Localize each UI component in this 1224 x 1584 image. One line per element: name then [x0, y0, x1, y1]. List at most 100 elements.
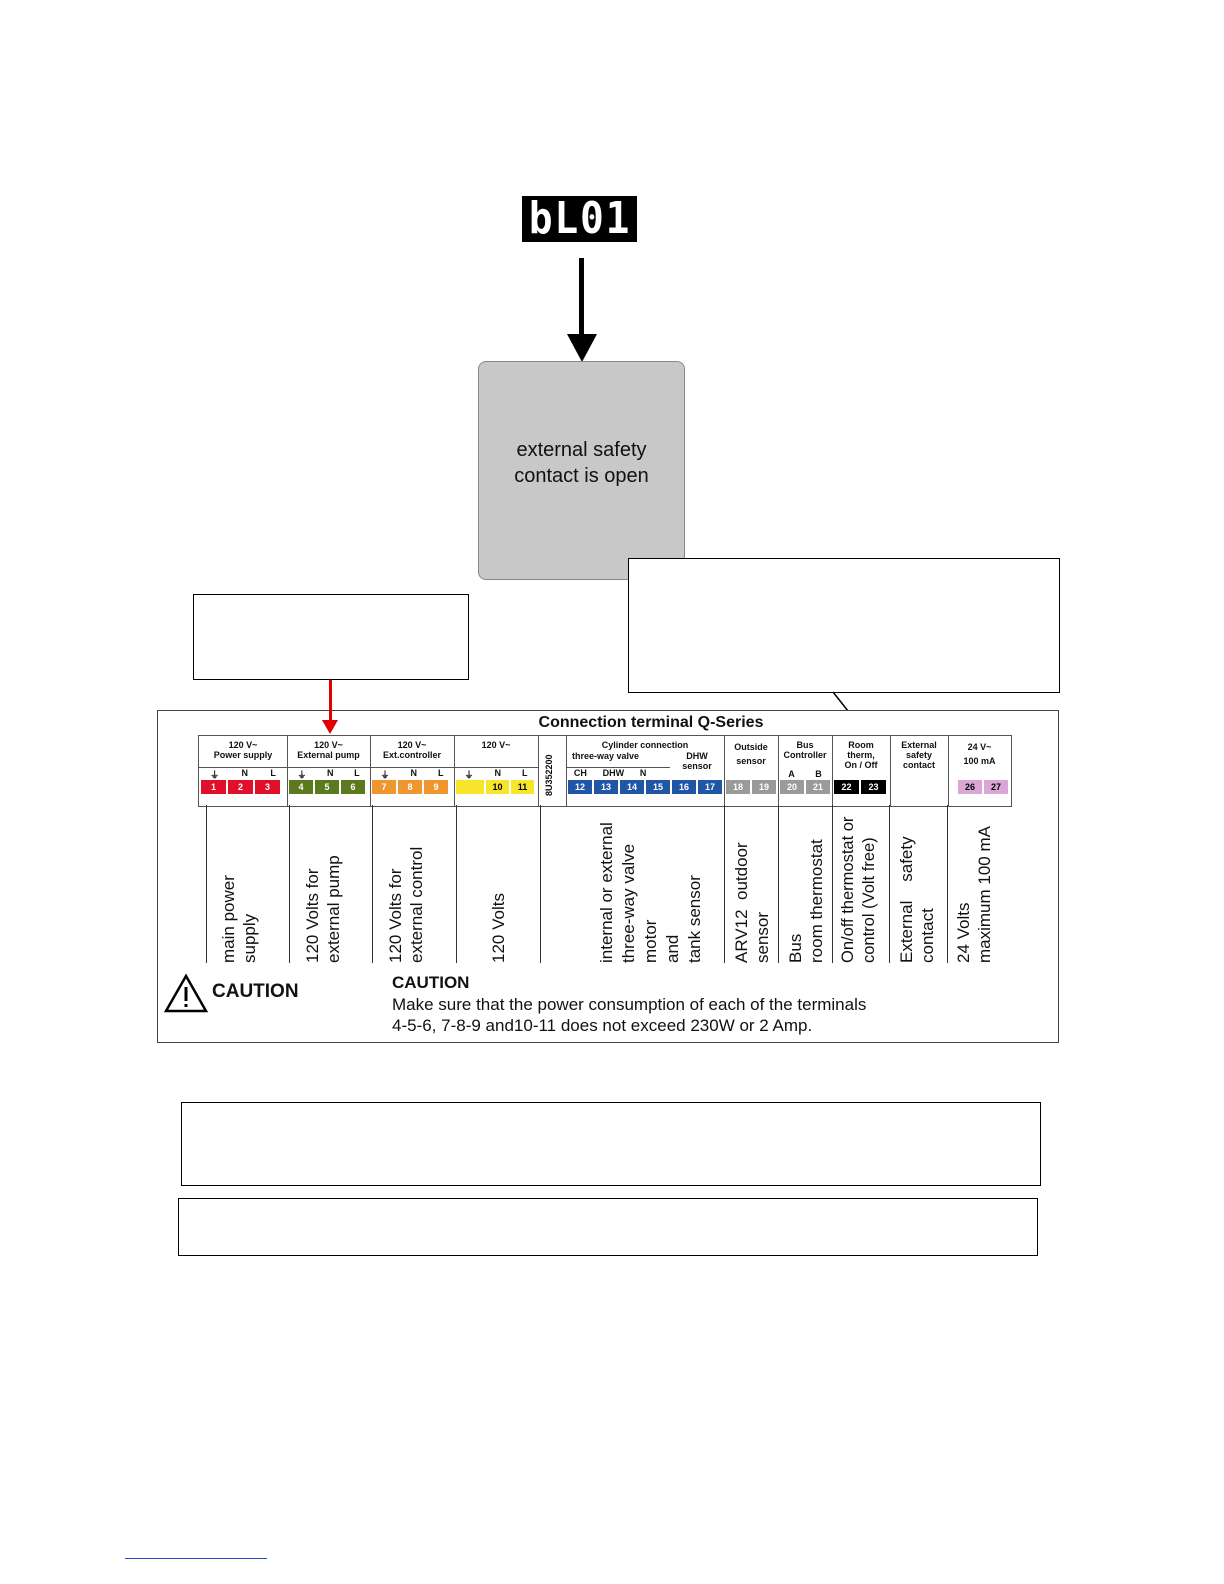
sublabel: N: [494, 768, 501, 778]
terminal-sublabels: ⏚ N L: [454, 767, 538, 781]
caution-title: CAUTION: [392, 973, 470, 992]
group-head-line1: 120 V~: [397, 740, 427, 750]
group-head-line2: therm,: [847, 750, 875, 760]
empty-box-upper: [181, 1102, 1041, 1186]
separator: [372, 805, 373, 963]
separator: [832, 805, 833, 963]
callout-box-left: [193, 594, 469, 680]
sublabel: L: [354, 768, 360, 778]
sublabel: N: [241, 768, 249, 778]
terminal-17: 17: [698, 780, 722, 794]
sublabel: ⏚: [380, 770, 390, 780]
group-part-code: 8U352200: [538, 736, 567, 806]
terminal-panel: Connection terminal Q-Series 120 V~ Powe…: [157, 710, 1059, 1043]
empty-box-lower: [178, 1198, 1038, 1256]
sublabel: N: [410, 768, 417, 778]
terminal-21: 21: [806, 780, 830, 794]
group-head: 120 V~ Power supply: [199, 740, 287, 760]
terminal-5: 5: [315, 780, 339, 794]
red-arrow-head: [322, 720, 338, 734]
sublabel: L: [521, 768, 528, 778]
terminal-11: 11: [511, 780, 534, 794]
group-head-line1: Cylinder connection: [601, 740, 689, 750]
sublabel: N: [639, 768, 647, 778]
separator: [289, 805, 290, 963]
group-head: 120 V~ External pump: [287, 740, 370, 760]
terminal-26: 26: [958, 780, 982, 794]
terminal-19: 19: [752, 780, 776, 794]
down-arrow-head: [567, 334, 597, 362]
group-head-line2: safety: [905, 750, 932, 760]
label-bus-thermostat: Bus room thermostat: [786, 839, 826, 963]
terminal-sublabels: ⏚ N L: [370, 767, 454, 781]
terminal-8: 8: [398, 780, 422, 794]
group-head-line1: 24 V~: [967, 742, 992, 752]
group-room-thermostat: Room therm, On / Off 22 23: [832, 736, 891, 806]
separator: [889, 805, 890, 963]
sublabel: ⏚: [464, 770, 474, 780]
sublabel: A: [788, 769, 795, 779]
group-head: 24 V~ 100 mA: [948, 740, 1011, 768]
terminal-cells: 7 8 9: [372, 780, 450, 794]
status-box: external safety contact is open: [478, 361, 685, 580]
label-outdoor-sensor: ARV12 outdoor sensor: [732, 842, 772, 963]
group-head-line1: External: [901, 740, 937, 750]
label-external-control: 120 Volts for external control: [386, 846, 426, 963]
terminal-blank: [456, 780, 484, 794]
sublabel: DHW: [602, 768, 625, 778]
terminal-15: 15: [646, 780, 670, 794]
terminal-cells: 18 19: [726, 780, 778, 794]
group-head: Cylinder connection: [566, 740, 724, 750]
terminal-16: 16: [672, 780, 696, 794]
sublabel: B: [815, 769, 822, 779]
group-head-line3: On / Off: [844, 760, 878, 770]
group-head-line1: Bus: [796, 740, 814, 750]
down-arrow-shaft: [579, 258, 584, 338]
terminal-20: 20: [780, 780, 804, 794]
terminal-cells: 4 5 6: [289, 780, 367, 794]
group-cylinder-connection: Cylinder connection three-way valve DHW …: [566, 736, 725, 806]
label-three-way-valve: internal or external three-way valve mot…: [597, 822, 704, 963]
terminal-6: 6: [341, 780, 365, 794]
sublabel: L: [270, 768, 276, 778]
group-head-line2: sensor: [736, 756, 766, 766]
sublabel: ⏚: [297, 770, 307, 780]
terminal-2: 2: [228, 780, 253, 794]
error-code-display: bL01: [522, 196, 637, 242]
terminal-14: 14: [620, 780, 644, 794]
group-head-line1: 120 V~: [481, 740, 511, 750]
terminal-3: 3: [255, 780, 280, 794]
group-120v: 120 V~ ⏚ N L 10 11: [454, 736, 539, 806]
group-ext-controller: 120 V~ Ext.controller ⏚ N L 7 8 9: [370, 736, 455, 806]
group-head-line1: 120 V~: [314, 740, 343, 750]
panel-title: Connection terminal Q-Series: [538, 714, 764, 731]
group-head-line3: DHW sensor: [682, 751, 712, 771]
terminal-sublabels: ⏚ N L: [287, 767, 370, 781]
group-head-line2: three-way valve: [572, 751, 640, 761]
group-head-line3: contact: [902, 760, 935, 770]
group-external-safety: External safety contact: [890, 736, 949, 806]
callout-box-right: [628, 558, 1060, 693]
group-power-supply: 120 V~ Power supply ⏚ N L 1 2 3: [199, 736, 288, 806]
group-external-pump: 120 V~ External pump ⏚ N L 4 5 6: [287, 736, 371, 806]
terminal-7: 7: [372, 780, 396, 794]
group-head-line1: Outside: [734, 742, 768, 752]
group-head: External safety contact: [890, 740, 948, 770]
separator: [540, 805, 541, 963]
label-onoff-thermostat: On/off thermostat or control (Volt free): [839, 816, 878, 963]
label-safety-contact: External safety contact: [897, 836, 937, 963]
group-head: Bus Controller: [778, 740, 832, 760]
group-head-line1: Room: [848, 740, 874, 750]
terminal-sublabels: ⏚ N L: [199, 767, 287, 781]
caution-text-line2: 4-5-6, 7-8-9 and10-11 does not exceed 23…: [392, 1016, 813, 1035]
group-head-line1: 120 V~: [228, 740, 258, 750]
group-head: 120 V~: [454, 740, 538, 750]
warning-icon: [164, 973, 208, 1013]
group-head-line2: Controller: [783, 750, 827, 760]
terminal-strip: 120 V~ Power supply ⏚ N L 1 2 3 120 V~ E…: [198, 735, 1012, 807]
terminal-cells: 12 13 14 15 16 17: [568, 780, 724, 794]
label-main-power: main power supply: [219, 875, 259, 963]
separator: [206, 805, 207, 963]
footnote-rule: [125, 1558, 267, 1559]
label-120-volts: 120 Volts: [489, 893, 508, 963]
